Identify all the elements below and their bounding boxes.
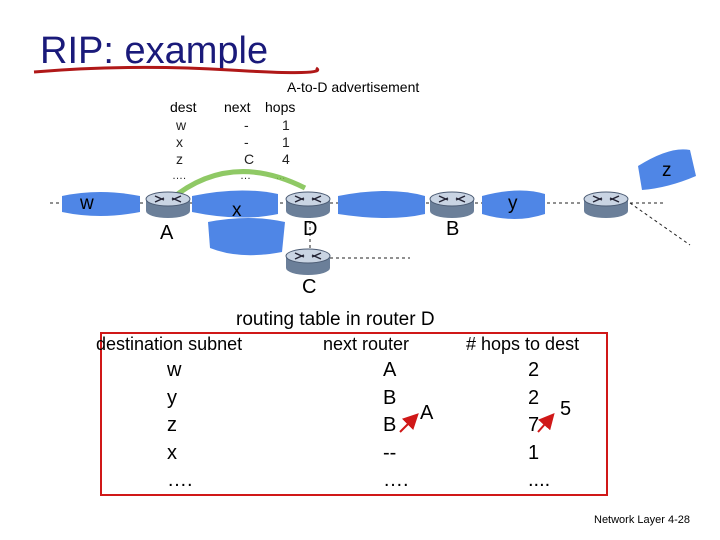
adv-header-dest: dest [170,99,197,115]
adv-row-next: … [240,170,251,182]
updated-next-router: A [420,402,434,424]
router-c-icon [285,248,331,276]
routing-destination-cell: w [167,359,182,381]
slide-footer: Network Layer 4-28 [594,514,690,526]
subnet-x-label: x [232,200,242,221]
routing-next-router-cell: A [383,359,397,381]
routing-hops-cell: 1 [528,441,540,464]
advertisement-arrow [168,169,307,202]
adv-row-dest: w [176,117,187,133]
routing-next-router-cell: B [383,414,397,436]
adv-row-dest: x [176,134,183,150]
adv-row-next: - [244,134,249,150]
router-z-edge-icon [583,191,629,219]
adv-row-next: - [244,117,249,133]
routing-header-next-router: next router [323,334,410,354]
routing-destination-column: w y z x …. [167,357,193,495]
routing-header-destination: destination subnet [96,334,243,354]
subnet-y-label: y [508,193,518,214]
adv-row-hops: 4 [282,151,290,167]
routing-header-hops: # hops to dest [466,334,580,354]
updated-hops: 5 [560,398,572,420]
routing-destination-cell: …. [167,469,193,491]
routing-hops-column: 2 2 7 1 .... [528,357,550,495]
subnet-w-label: w [80,193,94,214]
router-a-icon [145,191,191,219]
routing-hops-cell: 2 [528,359,540,381]
routing-next-router-column: A B B -- …. [383,357,409,495]
router-d-icon [285,191,331,219]
routing-hops-cell: 7 [528,414,540,436]
hops-change-arrow [537,412,555,433]
title-underline [33,65,320,75]
routing-next-router-cell: B [383,386,397,409]
routing-hops-cell: 2 [528,386,540,409]
routing-destination-cell: z [167,414,177,436]
routing-table-frame [100,332,608,496]
router-d-label: D [303,218,318,240]
adv-row-hops: 1 [282,134,290,150]
slide-title: RIP: example [40,30,269,72]
adv-row-dest: z [176,151,183,167]
adv-row-next: C [244,151,255,167]
router-b-label: B [446,218,460,240]
routing-destination-cell: x [167,441,177,464]
router-b-icon [429,191,475,219]
subnet-segments [62,149,696,256]
adv-header-hops: hops [265,99,296,115]
routing-next-router-cell: …. [383,469,409,491]
adv-header-next: next [224,99,251,115]
subnet-w-segment [62,192,140,216]
routing-hops-cell: .... [528,469,551,491]
adv-row-hops: 1 [282,117,290,133]
routing-table-caption: routing table in router D [236,309,435,330]
router-a-label: A [160,222,174,244]
advertisement-caption: A-to-D advertisement [287,79,420,95]
adv-row-dest: …. [172,170,187,182]
subnet-y-segment [482,190,545,219]
subnet-z-segment [638,149,696,190]
routing-next-router-cell: -- [383,441,397,464]
subnet-x-segment [208,218,285,256]
subnet-z-label: z [662,160,672,181]
next-router-change-arrow [399,413,419,433]
router-c-label: C [302,276,317,298]
routing-destination-cell: y [167,386,177,409]
